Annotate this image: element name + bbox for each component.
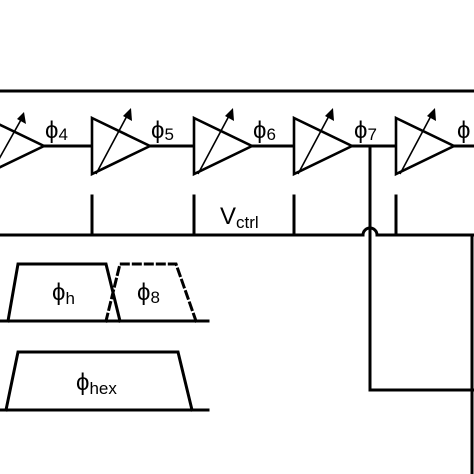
phi-8-pulse [104,262,198,323]
phi-hex-label: ϕhex [76,369,117,398]
phi-last-label: ϕ [457,117,470,144]
buffer-stage-6 [292,108,355,237]
phi-h-label: ϕh [52,279,75,308]
phi-8-label: ϕ8 [137,279,160,307]
buffer-stage-7 [394,108,457,237]
phi7-tap-wire [368,144,474,392]
buffer-stage-4 [90,108,153,237]
phi4-label: ϕ4 [45,117,68,144]
phi-hex-pulse [4,350,194,412]
phi5-label: ϕ5 [151,117,174,144]
phi6-label: ϕ6 [253,117,276,144]
phi7-label: ϕ7 [354,117,377,144]
buffer-stage-5 [192,108,255,237]
buffer-stage-3 [0,112,47,169]
vctrl-label: Vctrl [220,203,259,232]
